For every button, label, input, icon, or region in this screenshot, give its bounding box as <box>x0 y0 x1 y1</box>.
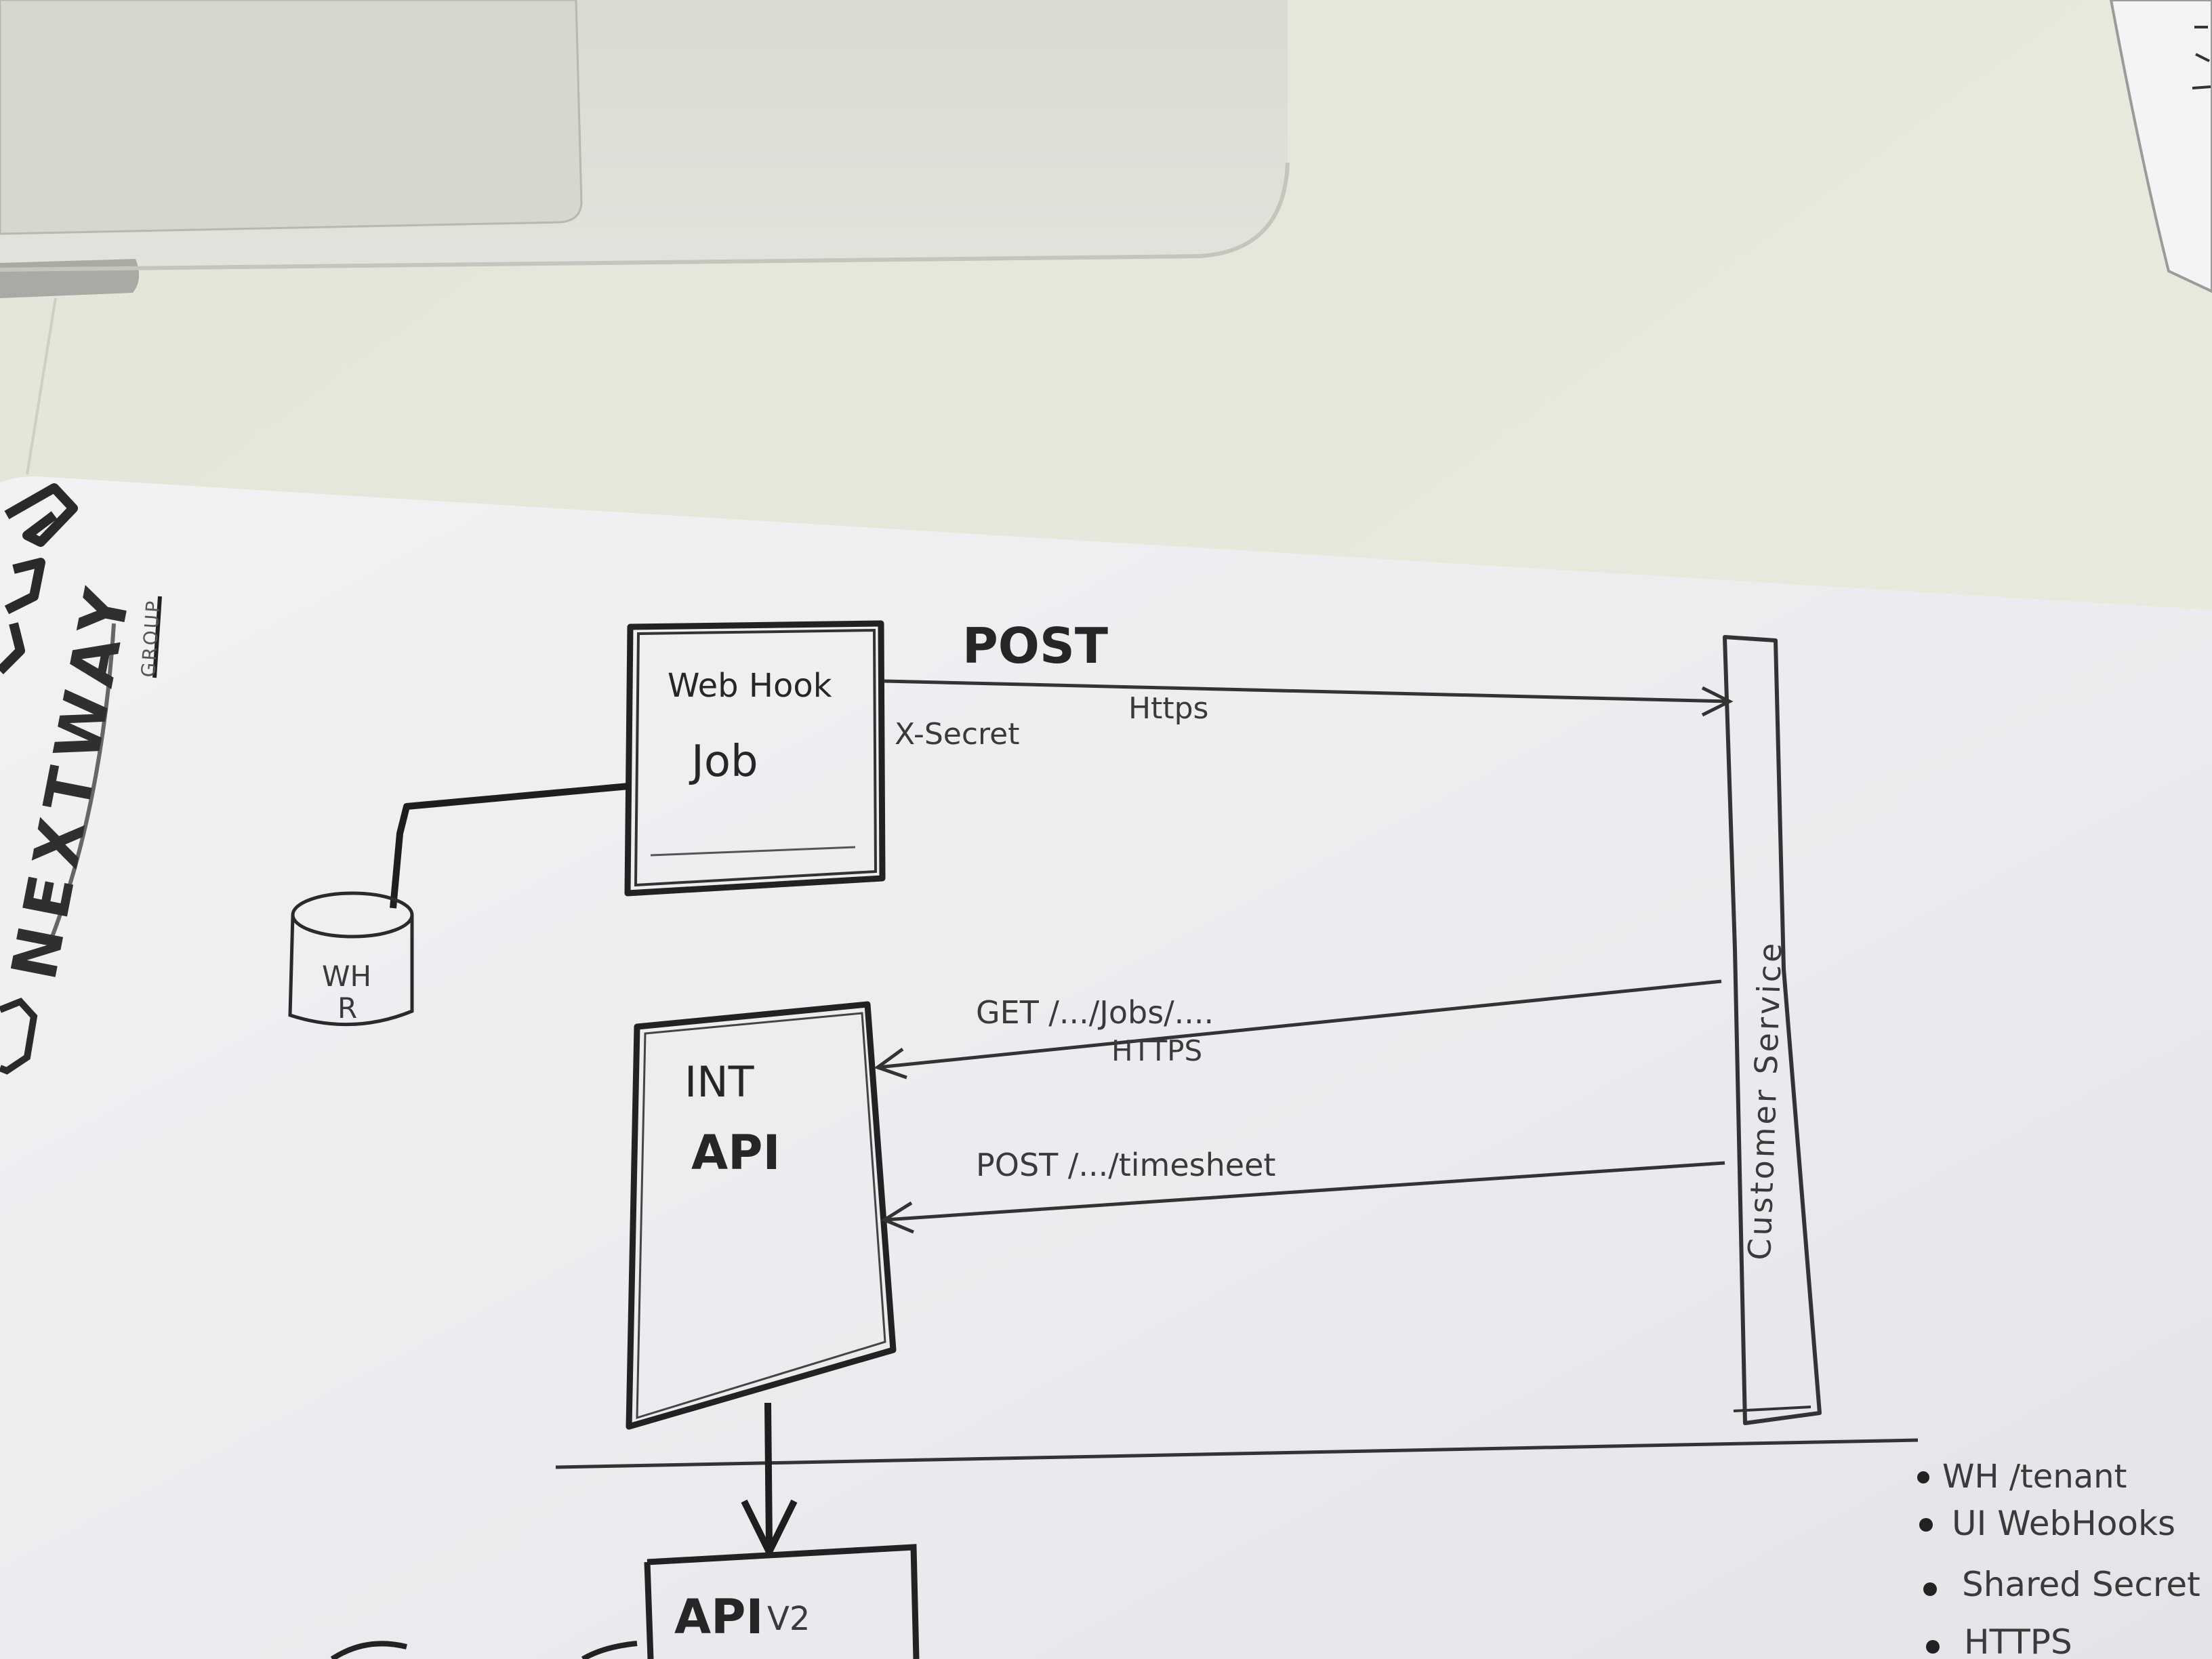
post-timesheet-arrow: POST /.../timesheet <box>880 1147 1725 1234</box>
logo-sub-text: GROUP <box>137 598 165 678</box>
note-item: UI WebHooks <box>1952 1504 2175 1543</box>
int-api-box: INT API <box>626 1001 897 1430</box>
corner-paper <box>2109 0 2212 293</box>
note-item: WH /tenant <box>1942 1458 2127 1496</box>
post-verb-label: POST <box>962 617 1108 674</box>
get-protocol-label: HTTPS <box>1111 1034 1202 1067</box>
note-bullet <box>1917 1471 1929 1483</box>
note-bullet <box>1923 1582 1937 1596</box>
post-protocol-label: Https <box>1128 691 1208 726</box>
layer-divider-line <box>555 1438 1919 1469</box>
api-v2-version: V2 <box>767 1600 810 1638</box>
note-item: Shared Secret <box>1962 1565 2200 1604</box>
laptop <box>0 0 1290 298</box>
secret-header-label: X-Secret <box>895 717 1019 752</box>
database-label-line2: R <box>337 991 357 1025</box>
api-v2-arrow <box>741 1402 798 1555</box>
note-bullet <box>1926 1640 1940 1654</box>
webhook-job-subtitle: Job <box>689 737 758 787</box>
get-endpoint-label: GET /.../Jobs/.... <box>976 994 1214 1031</box>
notes-list: WH /tenant UI WebHooks Shared Secret HTT… <box>1917 1458 2200 1659</box>
int-api-title-line1: INT <box>684 1057 755 1107</box>
webhook-job-box: Web Hook Job <box>624 620 886 897</box>
webhook-job-title: Web Hook <box>668 667 832 705</box>
post-arrow: POST Https X-Secret <box>884 617 1734 752</box>
post-timesheet-label: POST /.../timesheet <box>976 1147 1275 1183</box>
paper-sheet <box>0 476 2212 1659</box>
partial-shape <box>330 1641 638 1659</box>
database-label-line1: WH <box>322 960 371 993</box>
int-api-title-line2: API <box>691 1125 781 1181</box>
api-v2-name: API <box>674 1589 764 1645</box>
desk-seam <box>26 298 57 475</box>
note-bullet <box>1919 1518 1933 1532</box>
db-connector-line <box>390 783 630 909</box>
api-v2-box: API V2 <box>644 1544 920 1659</box>
note-item: HTTPS <box>1964 1622 2072 1659</box>
get-arrow: GET /.../Jobs/.... HTTPS <box>874 979 1722 1080</box>
database-cylinder: WH R <box>288 891 414 1027</box>
